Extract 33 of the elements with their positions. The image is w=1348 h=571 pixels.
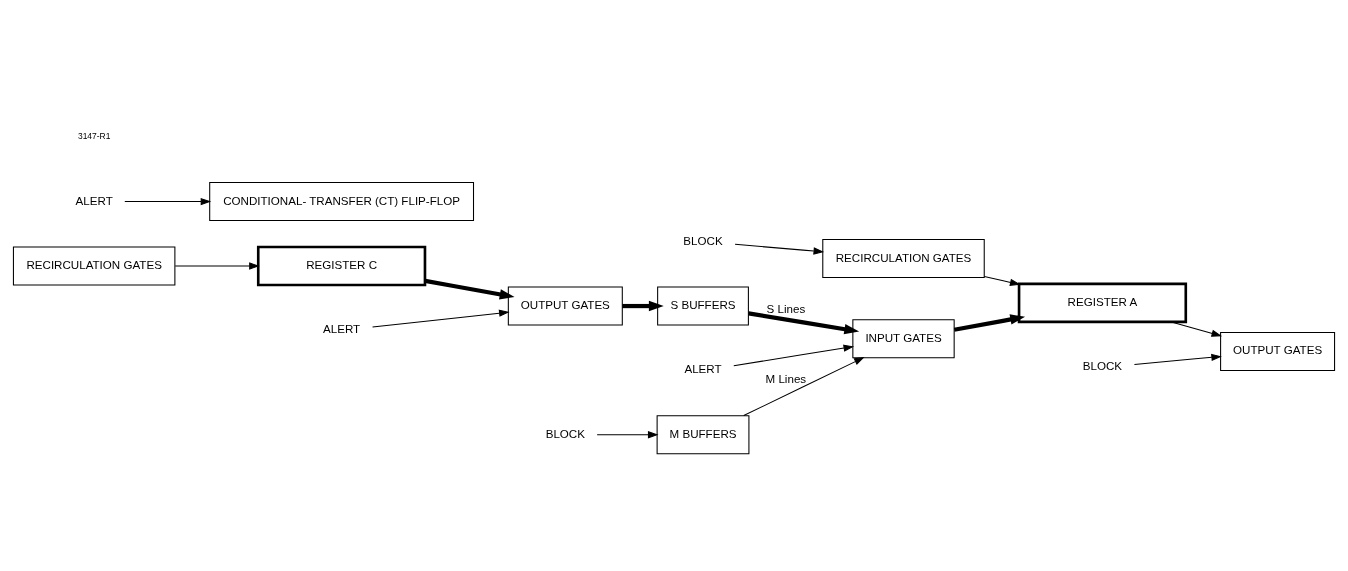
edge-label: S Lines (766, 301, 806, 315)
node-box: CONDITIONAL- TRANSFER (CT) FLIP-FLOP (209, 181, 475, 221)
node-box: M BUFFERS (656, 414, 750, 454)
node-box: OUTPUT GATES (1220, 331, 1336, 371)
arrow (734, 243, 825, 255)
node-text: ALERT (75, 193, 113, 207)
label: 3147-R1 (77, 130, 111, 141)
arrow (733, 344, 855, 366)
arrow (953, 313, 1026, 332)
node-box: REGISTER A (1017, 282, 1188, 323)
arrow (124, 197, 212, 205)
arrow (743, 356, 865, 416)
node-text: BLOCK (545, 426, 585, 440)
node-box: INPUT GATES (852, 318, 955, 358)
arrow (983, 275, 1021, 286)
node-text: ALERT (684, 361, 722, 375)
arrow (622, 300, 664, 311)
arrow (1170, 320, 1223, 337)
node-box: OUTPUT GATES (507, 286, 623, 326)
node-text: BLOCK (683, 233, 723, 247)
node-box: S BUFFERS (657, 286, 749, 326)
node-box: RECIRCULATION GATES (12, 245, 176, 285)
arrow (174, 261, 260, 270)
arrow (424, 278, 515, 299)
edge-label: M Lines (765, 371, 807, 385)
arrow (1133, 353, 1222, 365)
node-text: ALERT (323, 321, 361, 335)
arrow (748, 310, 860, 334)
node-text: BLOCK (1082, 358, 1123, 372)
arrow (372, 309, 510, 328)
arrow (596, 430, 659, 438)
node-box: RECIRCULATION GATES (822, 238, 985, 278)
node-box: REGISTER C (256, 245, 427, 286)
